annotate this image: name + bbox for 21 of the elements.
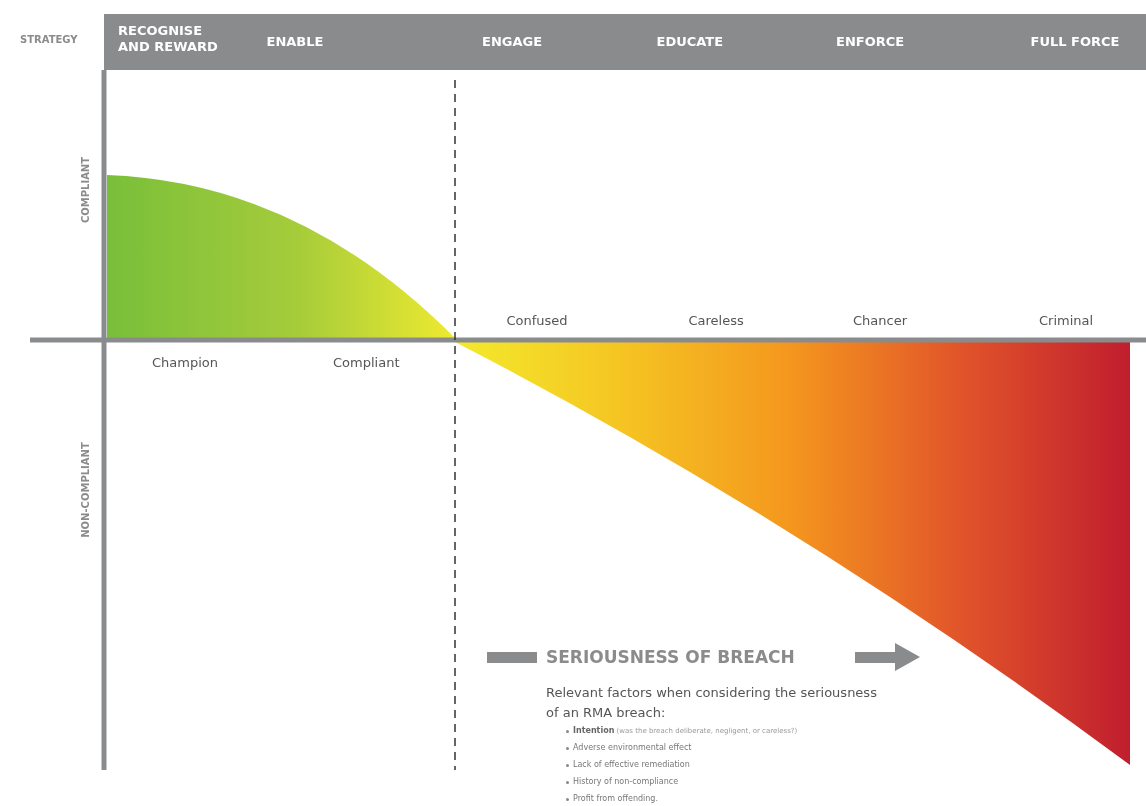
bullet-item: Lack of effective remediation xyxy=(573,759,690,771)
axis-label: COMPLIANT xyxy=(79,156,91,224)
category-label: Confused xyxy=(506,312,568,328)
axis-title: STRATEGY xyxy=(20,34,78,45)
bullet-item: Profit from offending. xyxy=(573,793,658,805)
column-header: RECOGNISE AND REWARD xyxy=(118,23,219,55)
column-header: ENGAGE xyxy=(482,34,543,50)
axis-label: NON-COMPLIANT xyxy=(79,442,91,538)
bullet-item: History of non-compliance xyxy=(573,776,679,788)
column-header: EDUCATE xyxy=(656,34,724,50)
paragraph: Relevant factors when considering the seriousness of an RMA breach: xyxy=(546,684,878,722)
category-label: Careless xyxy=(688,312,744,328)
column-header: ENABLE xyxy=(266,34,324,50)
heading: SERIOUSNESS OF BREACH xyxy=(546,647,795,667)
column-header: ENFORCE xyxy=(836,34,905,50)
category-label: Champion xyxy=(152,354,218,370)
category-label: Criminal xyxy=(1039,312,1094,328)
column-header: FULL FORCE xyxy=(1030,34,1120,50)
category-label: Chancer xyxy=(853,312,907,328)
category-label: Compliant xyxy=(333,354,400,370)
bullet-item: Adverse environmental effect xyxy=(573,742,692,754)
